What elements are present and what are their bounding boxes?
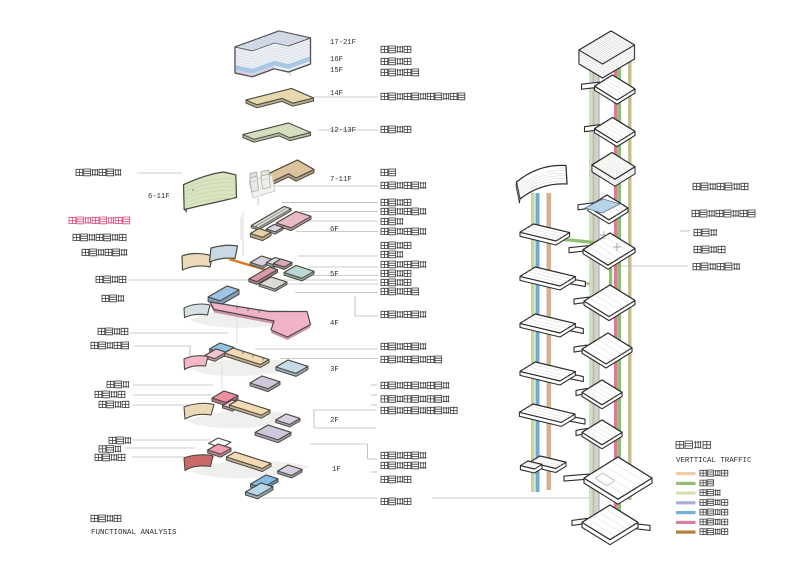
svg-text:3F: 3F: [330, 366, 339, 374]
svg-text:17-21F: 17-21F: [330, 39, 356, 47]
svg-text:FUNCTIONAL ANALYSIS: FUNCTIONAL ANALYSIS: [91, 529, 177, 537]
svg-text:4F: 4F: [330, 320, 339, 328]
svg-text:15F: 15F: [330, 67, 343, 75]
svg-text:6-11F: 6-11F: [148, 193, 170, 201]
svg-text:6F: 6F: [330, 226, 339, 234]
svg-text:2F: 2F: [330, 417, 339, 425]
svg-text:12-13F: 12-13F: [330, 127, 356, 135]
svg-text:14F: 14F: [330, 90, 343, 98]
svg-text:5F: 5F: [330, 271, 339, 279]
svg-text:7-11F: 7-11F: [330, 176, 352, 184]
svg-text:1F: 1F: [332, 466, 341, 474]
svg-text:VERTTICAL TRAFFIC: VERTTICAL TRAFFIC: [676, 457, 752, 465]
svg-text:16F: 16F: [330, 56, 343, 64]
